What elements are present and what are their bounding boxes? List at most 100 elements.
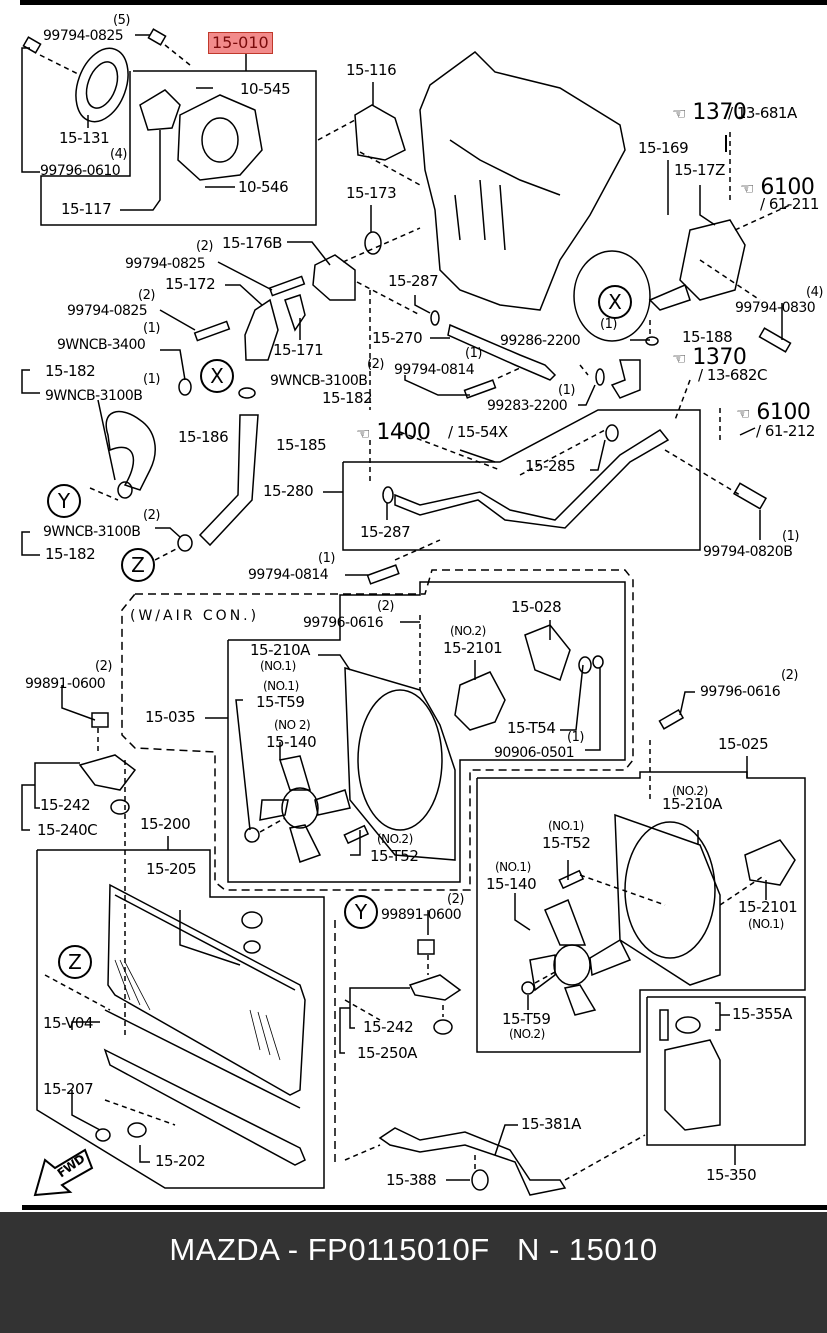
part-label-99794-0825[interactable]: 99794-0825	[43, 28, 124, 44]
part-label-90906-0501[interactable]: 90906-0501	[494, 745, 575, 761]
part-label-9wncb-3100b[interactable]: 9WNCB-3100B	[43, 524, 141, 540]
fan-blade-no1-drawing	[529, 898, 632, 1016]
reference-6100-a[interactable]: ☜ 6100	[740, 177, 815, 199]
pointing-hand-icon: ☜	[740, 179, 754, 198]
thermostat-housing-drawing	[312, 254, 356, 301]
part-label-15-182[interactable]: 15-182	[45, 545, 96, 563]
part-label-99794-0814[interactable]: 99794-0814	[394, 362, 475, 378]
quantity-label: (1)	[782, 529, 799, 544]
part-label-15-185[interactable]: 15-185	[276, 436, 327, 454]
part-label-15-182[interactable]: 15-182	[322, 389, 373, 407]
part-label-9wncb-3100b[interactable]: 9WNCB-3100B	[45, 388, 143, 404]
part-label-15-028[interactable]: 15-028	[511, 598, 562, 616]
part-label-15-t52[interactable]: 15-T52	[542, 834, 591, 852]
part-label-15-388[interactable]: 15-388	[386, 1171, 437, 1189]
part-label-15-186[interactable]: 15-186	[178, 428, 229, 446]
part-label-15-2101[interactable]: 15-2101	[738, 898, 798, 916]
part-label-99286-2200[interactable]: 99286-2200	[500, 333, 581, 349]
quantity-label: (1)	[600, 317, 617, 332]
part-label-15-188[interactable]: 15-188	[682, 328, 733, 346]
part-label-15-287[interactable]: 15-287	[360, 523, 411, 541]
part-label-10-546[interactable]: 10-546	[238, 178, 289, 196]
reference-6100-b[interactable]: ☜ 6100	[736, 402, 811, 424]
part-label-15-169[interactable]: 15-169	[638, 139, 689, 157]
part-label-15-200[interactable]: 15-200	[140, 815, 191, 833]
fan-assembly-no2-frame	[476, 771, 806, 1053]
part-label-99794-0830[interactable]: 99794-0830	[735, 300, 816, 316]
variant-note: (NO.1)	[260, 659, 296, 673]
part-label-15-025[interactable]: 15-025	[718, 735, 769, 753]
part-label-15-173[interactable]: 15-173	[346, 184, 397, 202]
part-label-15-207[interactable]: 15-207	[43, 1080, 94, 1098]
part-label-15-116[interactable]: 15-116	[346, 61, 397, 79]
reference-1370[interactable]: ☜ 1370	[672, 102, 747, 124]
pointing-hand-icon: ☜	[736, 404, 750, 423]
part-label-15-182[interactable]: 15-182	[45, 362, 96, 380]
part-label-99891-0600[interactable]: 99891-0600	[25, 676, 106, 692]
reference-61-211[interactable]: / 61-211	[760, 195, 819, 213]
part-label-99796-0610[interactable]: 99796-0610	[40, 163, 121, 179]
reference-13-681a[interactable]: / 13-681A	[728, 104, 797, 122]
reference-1400[interactable]: ☜ 1400	[356, 422, 431, 444]
pipe-15-270-drawing	[447, 323, 557, 381]
fan-shroud-no2-drawing	[614, 813, 721, 986]
part-label-15-t52[interactable]: 15-T52	[370, 847, 419, 865]
reference-1370-b[interactable]: ☜ 1370	[672, 347, 747, 369]
part-label-15-t59[interactable]: 15-T59	[256, 693, 305, 711]
flywheel-drawing	[573, 250, 651, 342]
part-label-15-210a[interactable]: 15-210A	[250, 641, 310, 659]
quantity-label: (1)	[143, 321, 160, 336]
part-label-15-381a[interactable]: 15-381A	[521, 1115, 581, 1133]
bolt-drawings	[22, 28, 191, 76]
reference-61-212[interactable]: / 61-212	[756, 422, 815, 440]
part-label-99796-0616[interactable]: 99796-0616	[700, 684, 781, 700]
top-border	[20, 0, 827, 5]
part-label-15-2101[interactable]: 15-2101	[443, 639, 503, 657]
reservoir-group-frame	[646, 996, 806, 1146]
pipe-15-280-drawing	[394, 429, 670, 529]
fan-motor-no2-drawing	[454, 671, 506, 731]
variant-note: (NO.1)	[548, 819, 584, 833]
part-label-15-202[interactable]: 15-202	[155, 1152, 206, 1170]
part-label-15-242[interactable]: 15-242	[363, 1018, 414, 1036]
part-label-99794-0814[interactable]: 99794-0814	[248, 567, 329, 583]
part-label-15-350[interactable]: 15-350	[706, 1166, 757, 1184]
part-label-15-t54[interactable]: 15-T54	[507, 719, 556, 737]
part-label-15-210a[interactable]: 15-210A	[662, 795, 722, 813]
part-label-99796-0616[interactable]: 99796-0616	[303, 615, 384, 631]
part-label-15-t59[interactable]: 15-T59	[502, 1010, 551, 1028]
part-label-10-545[interactable]: 10-545	[240, 80, 291, 98]
radiator-support-drawing	[103, 1048, 306, 1166]
part-label-15-035[interactable]: 15-035	[145, 708, 196, 726]
part-label-15-140[interactable]: 15-140	[266, 733, 317, 751]
part-label-99794-0825[interactable]: 99794-0825	[67, 303, 148, 319]
part-label-15-280[interactable]: 15-280	[263, 482, 314, 500]
hose-15-185-drawing	[198, 414, 259, 547]
part-label-99794-0825[interactable]: 99794-0825	[125, 256, 206, 272]
part-label-15-270[interactable]: 15-270	[372, 329, 423, 347]
part-label-15-172[interactable]: 15-172	[165, 275, 216, 293]
part-label-15-287[interactable]: 15-287	[388, 272, 439, 290]
part-label-15-v04[interactable]: 15-V04	[43, 1014, 93, 1032]
part-label-15-171[interactable]: 15-171	[273, 341, 324, 359]
highlighted-part-number[interactable]: 15-010	[208, 32, 273, 54]
part-label-99891-0600[interactable]: 99891-0600	[381, 907, 462, 923]
part-label-15-176b[interactable]: 15-176B	[222, 234, 282, 252]
part-label-15-250a[interactable]: 15-250A	[357, 1044, 417, 1062]
part-label-15-140[interactable]: 15-140	[486, 875, 537, 893]
part-label-15-242[interactable]: 15-242	[40, 796, 91, 814]
part-label-15-355a[interactable]: 15-355A	[732, 1005, 792, 1023]
part-label-15-131[interactable]: 15-131	[59, 129, 110, 147]
reference-13-682c[interactable]: / 13-682C	[698, 366, 767, 384]
part-label-15-205[interactable]: 15-205	[146, 860, 197, 878]
part-label-99283-2200[interactable]: 99283-2200	[487, 398, 568, 414]
reference-15-54x[interactable]: / 15-54X	[448, 423, 508, 441]
part-label-15-17z[interactable]: 15-17Z	[674, 161, 725, 179]
part-label-9wncb-3100b[interactable]: 9WNCB-3100B	[270, 373, 368, 389]
part-label-15-240c[interactable]: 15-240C	[37, 821, 98, 839]
part-label-15-285[interactable]: 15-285	[525, 457, 576, 475]
part-label-15-117[interactable]: 15-117	[61, 200, 112, 218]
fan-assembly-no1-frame	[227, 581, 626, 883]
part-label-9wncb-3400[interactable]: 9WNCB-3400	[57, 337, 146, 353]
part-label-99794-0820b[interactable]: 99794-0820B	[703, 544, 793, 560]
